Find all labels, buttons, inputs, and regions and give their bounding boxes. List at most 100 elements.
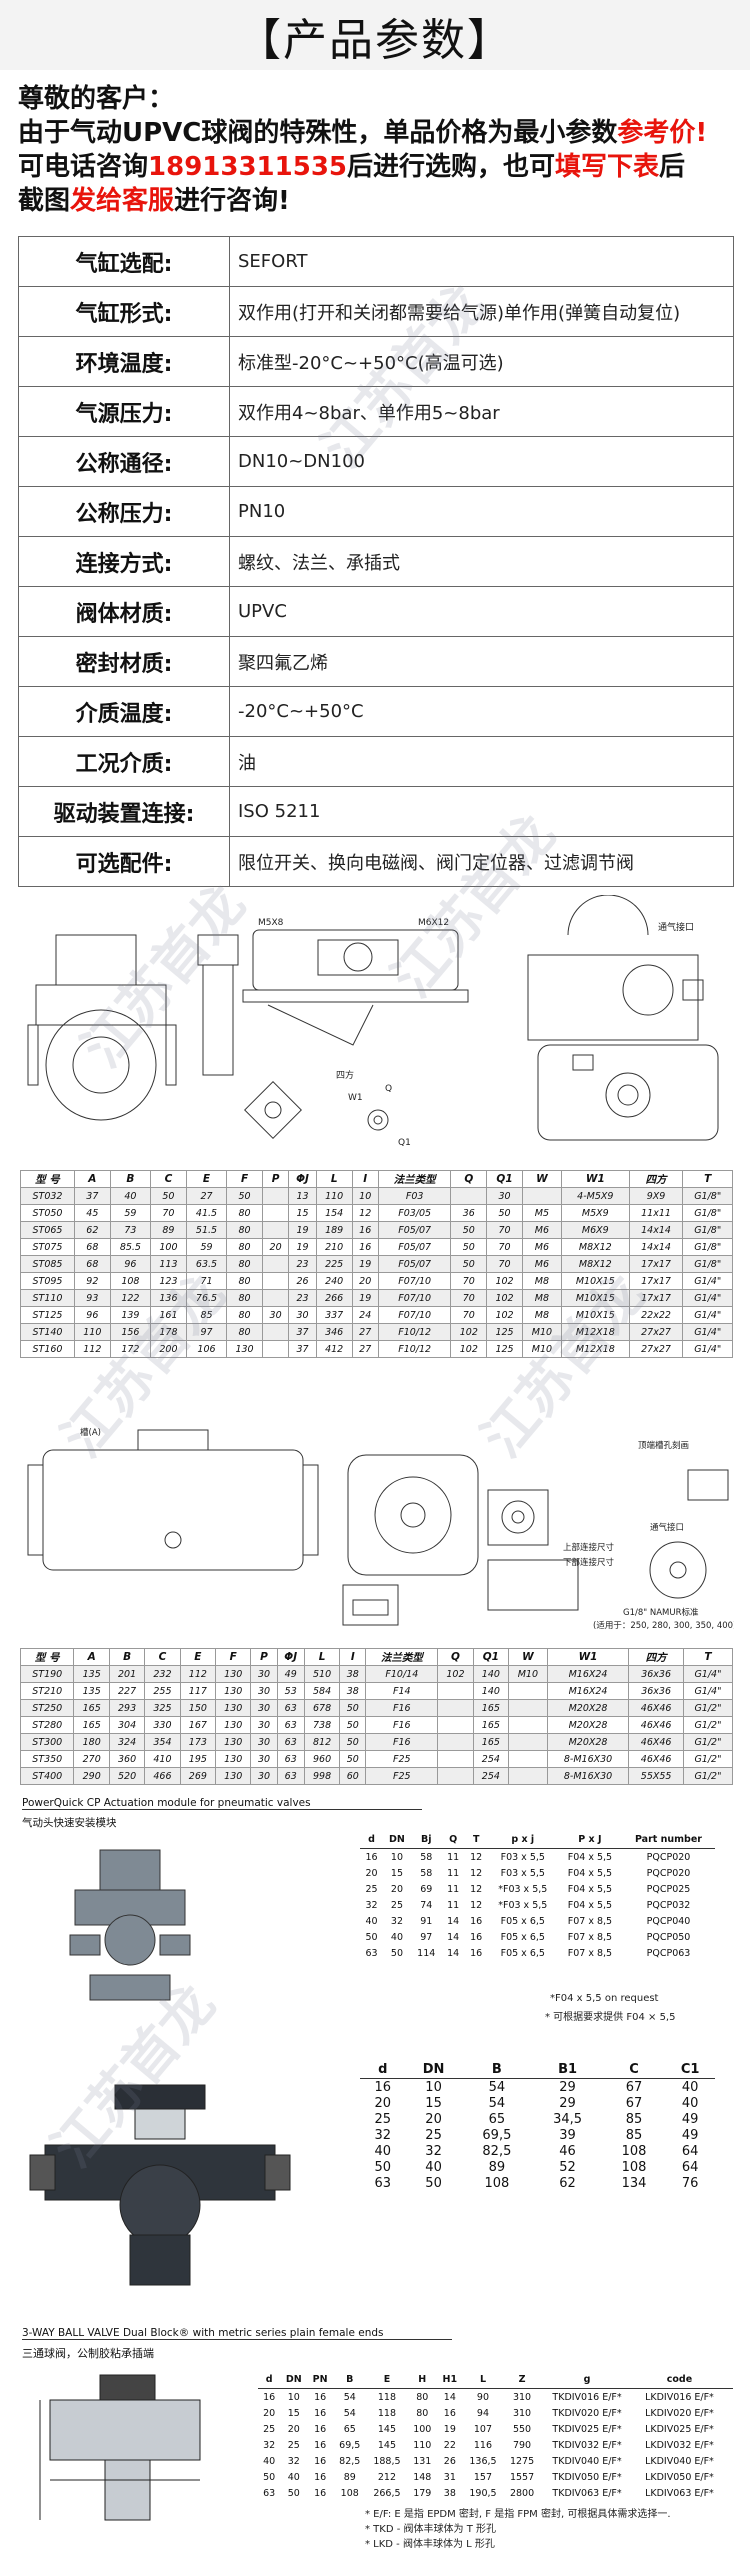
table-cell: 20 (351, 1272, 379, 1290)
table-cell: 145 (377, 2439, 396, 2451)
column-header: W1 (546, 1648, 630, 1666)
table-cell: 32 (365, 1899, 378, 1911)
table-cell: 27 (185, 1187, 228, 1205)
intro-line-4: 截图发给客服进行咨询! (18, 184, 738, 218)
table-cell: 25 (263, 2423, 276, 2435)
table-cell: 173 (179, 1733, 217, 1751)
spec-key: 气缸形式: (18, 286, 230, 337)
intro-text: 尊敬的客户： 由于气动UPVC球阀的特殊性，单品价格为最小参数参考价! 可电话咨… (18, 82, 738, 218)
table-cell: 16 (314, 2439, 327, 2451)
table-cell: 1275 (509, 2455, 535, 2467)
table-cell: M12X18 (560, 1323, 630, 1341)
table-cell: M6 (521, 1255, 562, 1273)
column-header: 四方 (628, 1648, 684, 1666)
table-cell: 27x27 (628, 1323, 684, 1341)
section3-title: PowerQuick CP Actuation module for pneum… (22, 1797, 422, 1810)
table-cell: PQCP020 (646, 1867, 691, 1879)
table-cell: 63 (276, 1733, 305, 1751)
table-cell: 102 (486, 1306, 523, 1324)
intro-text-f: 进行咨询! (174, 186, 290, 216)
table-cell: 92 (73, 1272, 111, 1290)
table-cell: ST110 (20, 1289, 75, 1307)
column-header: p x j (487, 1830, 558, 1849)
table-cell: 130 (215, 1733, 252, 1751)
table-cell: M20X28 (546, 1699, 630, 1717)
table-cell: 165 (472, 1699, 510, 1717)
table-cell: 30 (250, 1699, 278, 1717)
table-cell: 85 (625, 2127, 643, 2143)
table-cell: 68 (73, 1238, 111, 1256)
column-header: I (351, 1170, 379, 1188)
table-cell: 50 (374, 2159, 392, 2175)
table-cell: 134 (621, 2175, 647, 2191)
table-cell: 108 (109, 1272, 152, 1290)
table-cell: 46 (559, 2143, 576, 2159)
table-cell: 108 (340, 2487, 359, 2499)
table-cell: F16 (365, 1716, 439, 1734)
table-cell: 330 (144, 1716, 181, 1734)
table-cell: LKDIV016 E/F* (645, 2391, 714, 2403)
table-cell: 50 (339, 1716, 367, 1734)
table-cell: 960 (303, 1750, 341, 1768)
table-cell: G1/8" (682, 1238, 733, 1256)
table-cell: 136,5 (469, 2455, 497, 2467)
table-cell: 337 (315, 1306, 353, 1324)
table-cell: M8 (521, 1306, 562, 1324)
phone-number[interactable]: 18913311535 (148, 152, 348, 182)
column-header: E (366, 2370, 408, 2389)
label-namur: G1/8" NAMUR标准 (623, 1607, 699, 1618)
table-cell: PQCP040 (646, 1915, 691, 1927)
table-cell: 74 (420, 1899, 433, 1911)
table-cell: 70 (450, 1289, 488, 1307)
table-cell: 269 (179, 1767, 217, 1785)
table-cell: 55X55 (628, 1767, 684, 1785)
column-header: Bj (410, 1830, 442, 1849)
table-cell: 69 (420, 1883, 433, 1895)
table-cell: ST095 (20, 1272, 75, 1290)
table-cell: F03 (377, 1187, 452, 1205)
table-cell: ST400 (19, 1767, 75, 1785)
table-cell: 130 (215, 1716, 252, 1734)
table-cell: 90 (476, 2391, 490, 2403)
table-cell: 68 (73, 1255, 111, 1273)
table-cell: 20 (374, 2095, 392, 2111)
label-airport-2: 通气接口 (650, 1522, 684, 1533)
table-cell: 36x36 (628, 1665, 684, 1683)
column-header: Q1 (486, 1170, 523, 1188)
spec-row: 气缸形式:双作用(打开和关闭都需要给气源)单作用(弹簧自动复位) (18, 286, 734, 337)
table-cell: 19 (443, 2423, 456, 2435)
table-cell: 790 (512, 2439, 532, 2451)
table-cell: 26 (288, 1272, 317, 1290)
table-cell: 37 (288, 1323, 317, 1341)
module-note-2: * 可根据要求提供 F04 × 5,5 (545, 2012, 676, 2023)
table-cell: 80 (226, 1204, 263, 1222)
table-cell: 50 (263, 2471, 276, 2483)
label-m6x12: M6X12 (418, 918, 449, 928)
table-cell: 254 (472, 1750, 510, 1768)
table-cell: 227 (108, 1682, 146, 1700)
spec-row: 公称压力:PN10 (18, 486, 734, 537)
column-header: B (333, 2370, 367, 2389)
table-cell: 64 (681, 2159, 699, 2175)
table-cell: 290 (73, 1767, 110, 1785)
table-cell: 59 (185, 1238, 228, 1256)
table-cell: 102 (486, 1272, 523, 1290)
column-header: E (185, 1170, 228, 1188)
table-cell: 82,5 (482, 2143, 512, 2159)
table-cell: ST065 (20, 1221, 75, 1239)
table-cell: F05 x 6,5 (500, 1915, 545, 1927)
table-cell: 63 (276, 1767, 305, 1785)
table-cell: 161 (150, 1306, 187, 1324)
spec-value: -20°C~+50°C (229, 686, 734, 737)
column-header: C (144, 1648, 181, 1666)
table-cell: 80 (226, 1272, 263, 1290)
